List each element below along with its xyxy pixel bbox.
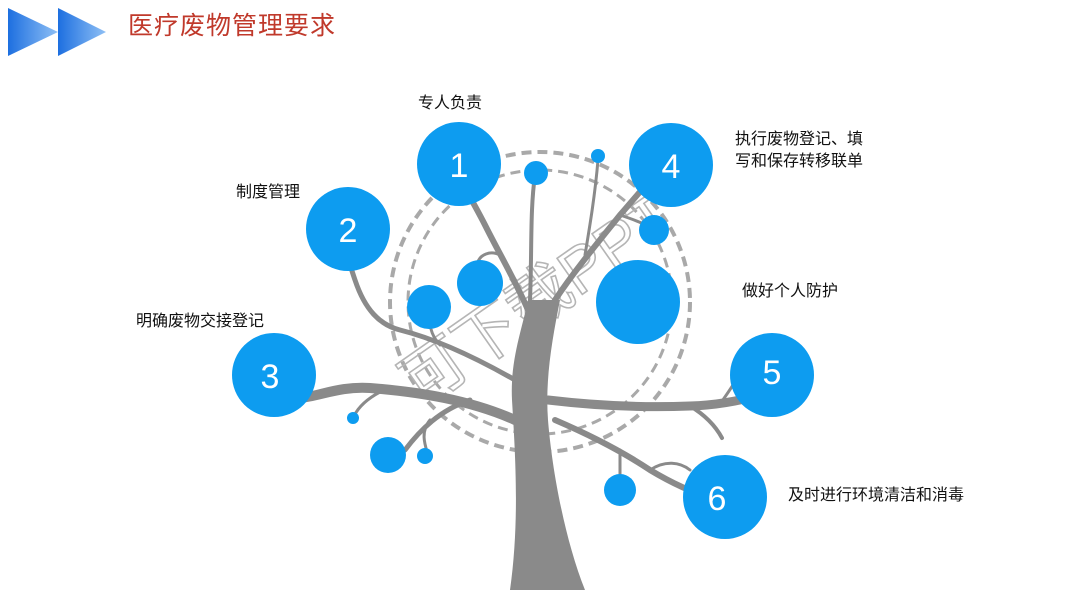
label-2: 制度管理 [236,182,301,201]
bubble-5: 5 [730,333,814,417]
header-arrows-icon [8,8,106,56]
svg-text:3: 3 [261,358,280,396]
label-3: 明确废物交接登记 [136,311,265,330]
label-1: 专人负责 [418,93,483,112]
svg-text:6: 6 [708,480,727,518]
small-bubbles [347,149,680,506]
bubble-6: 6 [683,455,767,539]
svg-text:5: 5 [763,354,782,392]
svg-text:1: 1 [450,147,469,185]
label-4-line1: 执行废物登记、填 [735,129,864,148]
page-title: 医疗废物管理要求 [128,11,337,40]
bubble-4: 4 [629,123,713,207]
label-personal-protection: 做好个人防护 [742,281,839,300]
svg-text:4: 4 [662,148,681,186]
bubble-1: 1 [417,122,501,206]
svg-text:2: 2 [339,212,358,250]
bubble-3: 3 [232,333,316,417]
bubble-2: 2 [306,187,390,271]
label-6: 及时进行环境清洁和消毒 [788,485,965,504]
label-4-line2: 写和保存转移联单 [735,151,864,170]
